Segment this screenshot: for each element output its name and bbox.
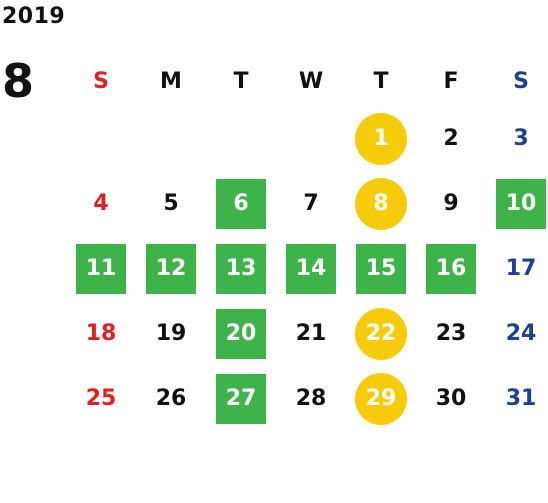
calendar-day-cell[interactable]: 10	[486, 171, 548, 236]
day-number: 29	[355, 372, 407, 425]
calendar-day-cell[interactable]: 8	[346, 171, 416, 236]
calendar-day-cell[interactable]: 30	[416, 366, 486, 431]
calendar-day-cell	[66, 106, 136, 171]
day-number: 26	[155, 386, 187, 411]
empty-day	[76, 114, 126, 164]
empty-day	[216, 114, 266, 164]
day-number: 27	[216, 373, 266, 424]
calendar-day-cell[interactable]: 20	[206, 301, 276, 366]
day-number: 13	[216, 243, 266, 294]
calendar-day-cell[interactable]: 6	[206, 171, 276, 236]
day-number: 9	[443, 191, 459, 216]
calendar-month: 8	[2, 54, 35, 108]
weekday-wednesday: W	[298, 68, 324, 94]
day-number: 16	[426, 243, 476, 294]
calendar-day-cell[interactable]: 15	[346, 236, 416, 301]
day-number: 31	[505, 386, 537, 411]
day-number: 7	[303, 191, 319, 216]
day-number: 23	[435, 321, 467, 346]
calendar-day-cell	[136, 106, 206, 171]
calendar-day-cell[interactable]: 25	[66, 366, 136, 431]
calendar-day-cell[interactable]: 9	[416, 171, 486, 236]
calendar-day-cell[interactable]: 23	[416, 301, 486, 366]
day-number: 20	[216, 308, 266, 359]
weekday-monday: M	[160, 68, 182, 94]
day-number: 15	[356, 243, 406, 294]
day-number: 28	[295, 386, 327, 411]
weekday-friday: F	[443, 68, 459, 94]
day-number: 10	[496, 178, 546, 229]
day-number: 3	[513, 126, 529, 151]
day-number: 2	[443, 126, 459, 151]
day-number: 24	[505, 321, 537, 346]
empty-day	[286, 114, 336, 164]
calendar-day-cell[interactable]: 22	[346, 301, 416, 366]
calendar-day-cell[interactable]: 16	[416, 236, 486, 301]
calendar-day-cell[interactable]: 19	[136, 301, 206, 366]
day-number: 11	[76, 243, 126, 294]
calendar-day-cell[interactable]: 26	[136, 366, 206, 431]
day-number: 25	[85, 386, 117, 411]
day-number: 1	[355, 112, 407, 165]
calendar-day-cell[interactable]: 17	[486, 236, 548, 301]
calendar-day-cell[interactable]: 28	[276, 366, 346, 431]
day-number: 30	[435, 386, 467, 411]
calendar-day-cell[interactable]: 13	[206, 236, 276, 301]
weekday-saturday: S	[513, 68, 529, 94]
calendar-day-cell[interactable]: 27	[206, 366, 276, 431]
calendar-day-cell[interactable]: 3	[486, 106, 548, 171]
day-number: 19	[155, 321, 187, 346]
calendar-day-cell	[206, 106, 276, 171]
day-number: 14	[286, 243, 336, 294]
weekday-thursday: T	[373, 68, 389, 94]
calendar-day-cell[interactable]: 2	[416, 106, 486, 171]
calendar-day-cell[interactable]: 24	[486, 301, 548, 366]
calendar-day-cell[interactable]: 12	[136, 236, 206, 301]
day-number: 6	[216, 178, 266, 229]
calendar-day-cell[interactable]: 31	[486, 366, 548, 431]
day-number: 8	[355, 177, 407, 230]
calendar-day-cell[interactable]: 11	[66, 236, 136, 301]
calendar-day-cell[interactable]: 1	[346, 106, 416, 171]
day-number: 4	[93, 191, 109, 216]
empty-day	[146, 114, 196, 164]
calendar-year: 2019	[2, 4, 66, 29]
weekday-sunday: S	[93, 68, 109, 94]
calendar-day-cell[interactable]: 14	[276, 236, 346, 301]
calendar-day-cell	[276, 106, 346, 171]
day-number: 12	[146, 243, 196, 294]
day-number: 22	[355, 307, 407, 360]
weekday-tuesday: T	[233, 68, 249, 94]
calendar-day-cell[interactable]: 21	[276, 301, 346, 366]
day-number: 21	[295, 321, 327, 346]
day-number: 18	[85, 321, 117, 346]
calendar-day-cell[interactable]: 29	[346, 366, 416, 431]
day-number: 17	[505, 256, 537, 281]
day-number: 5	[163, 191, 179, 216]
calendar-day-cell[interactable]: 7	[276, 171, 346, 236]
calendar-day-cell[interactable]: 4	[66, 171, 136, 236]
calendar-day-cell[interactable]: 5	[136, 171, 206, 236]
calendar-day-cell[interactable]: 18	[66, 301, 136, 366]
